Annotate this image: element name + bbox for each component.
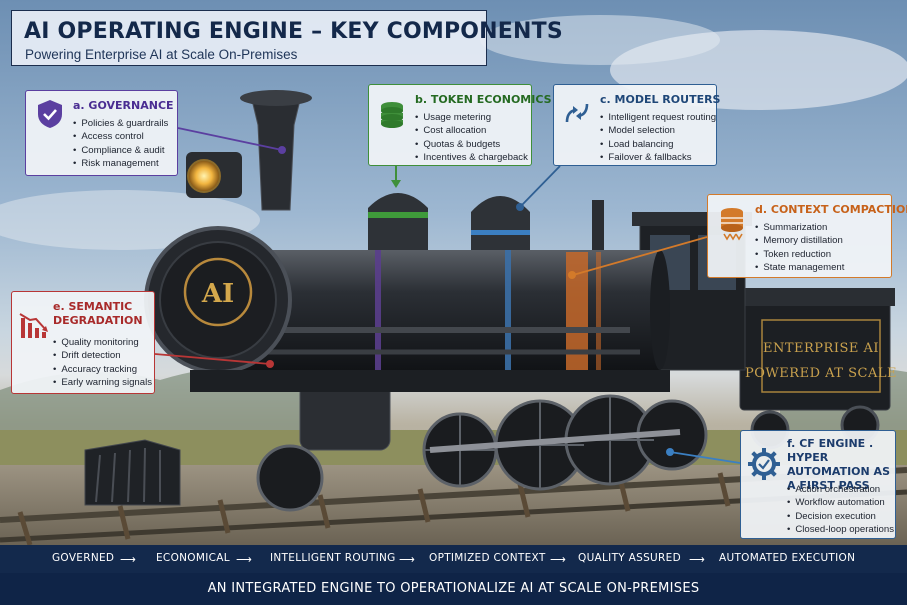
list-item: Token reduction <box>755 248 844 261</box>
semantic-degradation-card: e. SEMANTIC DEGRADATION Quality monitori… <box>11 291 155 394</box>
database-compress-icon <box>721 208 743 241</box>
context-compaction-card: d. CONTEXT COMPACTION Summarization Memo… <box>707 194 907 278</box>
list-item: Model selection <box>600 124 716 137</box>
token-economics-list: Usage metering Cost allocation Quotas & … <box>415 111 528 164</box>
list-item: Drift detection <box>53 349 152 362</box>
flow-step-governed: GOVERNED <box>52 552 115 564</box>
tender-line-1: ENTERPRISE AI <box>763 341 879 356</box>
flow-arrow: ⟶ <box>399 554 415 566</box>
model-routers-card: c. MODEL ROUTERS Intelligent request rou… <box>553 84 721 166</box>
model-routers-title: c. MODEL ROUTERS <box>600 93 721 106</box>
list-item: Intelligent request routing <box>600 111 716 124</box>
flow-arrow: ⟶ <box>550 554 566 566</box>
list-item: Cost allocation <box>415 124 528 137</box>
shield-check-icon <box>38 100 62 128</box>
list-item: Access control <box>73 130 168 143</box>
list-item: Risk management <box>73 157 168 170</box>
flow-step-automated-execution: AUTOMATED EXECUTION <box>719 552 856 564</box>
page-title: AI OPERATING ENGINE – KEY COMPONENTS <box>24 19 563 44</box>
list-item: Action orchestration <box>787 483 894 496</box>
governance-list: Policies & guardrails Access control Com… <box>73 117 168 170</box>
flow-arrow: ⟶ <box>689 554 705 566</box>
cf-engine-list: Action orchestration Workflow automation… <box>787 483 894 536</box>
semantic-degradation-title: e. SEMANTIC DEGRADATION <box>53 300 143 327</box>
routing-arrows-icon <box>565 103 589 123</box>
cf-engine-card: f. CF ENGINE . HYPER AUTOMATION AS A FIR… <box>740 430 896 539</box>
flow-step-economical: ECONOMICAL <box>156 552 230 564</box>
declining-chart-icon <box>19 313 48 338</box>
flow-step-intelligent-routing: INTELLIGENT ROUTING <box>270 552 396 564</box>
list-item: Load balancing <box>600 138 716 151</box>
footer-tagline: AN INTEGRATED ENGINE TO OPERATIONALIZE A… <box>207 581 700 596</box>
list-item: Closed-loop operations <box>787 523 894 536</box>
list-item: Incentives & chargeback <box>415 151 528 164</box>
list-item: Accuracy tracking <box>53 363 152 376</box>
list-item: Workflow automation <box>787 496 894 509</box>
coin-stack-icon <box>381 102 403 128</box>
list-item: Decision execution <box>787 510 894 523</box>
context-compaction-title: d. CONTEXT COMPACTION <box>755 203 907 216</box>
tender-line-2: POWERED AT SCALE <box>745 366 897 381</box>
list-item: Quality monitoring <box>53 336 152 349</box>
governance-card: a. GOVERNANCE Policies & guardrails Acce… <box>25 90 178 176</box>
list-item: Summarization <box>755 221 844 234</box>
title-panel: AI OPERATING ENGINE – KEY COMPONENTS Pow… <box>11 10 563 66</box>
flow-bar: GOVERNED ⟶ ECONOMICAL ⟶ INTELLIGENT ROUT… <box>0 545 907 573</box>
list-item: Early warning signals <box>53 376 152 389</box>
flow-arrow: ⟶ <box>120 554 136 566</box>
footer-banner: AN INTEGRATED ENGINE TO OPERATIONALIZE A… <box>0 573 907 605</box>
list-item: Policies & guardrails <box>73 117 168 130</box>
list-item: State management <box>755 261 844 274</box>
list-item: Failover & fallbacks <box>600 151 716 164</box>
smokebox-badge: AI <box>201 279 234 309</box>
list-item: Usage metering <box>415 111 528 124</box>
governance-title: a. GOVERNANCE <box>73 99 174 112</box>
gear-automation-icon <box>748 448 780 480</box>
list-item: Compliance & audit <box>73 144 168 157</box>
flow-arrow: ⟶ <box>236 554 252 566</box>
flow-step-optimized-context: OPTIMIZED CONTEXT <box>429 552 546 564</box>
tender-car: ENTERPRISE AI POWERED AT SCALE <box>735 288 897 450</box>
token-economics-card: b. TOKEN ECONOMICS Usage metering Cost a… <box>368 84 552 166</box>
token-economics-title: b. TOKEN ECONOMICS <box>415 93 552 106</box>
semantic-degradation-list: Quality monitoring Drift detection Accur… <box>53 336 152 389</box>
model-routers-list: Intelligent request routing Model select… <box>600 111 716 164</box>
context-compaction-list: Summarization Memory distillation Token … <box>755 221 844 274</box>
list-item: Quotas & budgets <box>415 138 528 151</box>
list-item: Memory distillation <box>755 234 844 247</box>
page-subtitle: Powering Enterprise AI at Scale On-Premi… <box>25 47 298 62</box>
flow-step-quality-assured: QUALITY ASSURED <box>578 552 681 564</box>
